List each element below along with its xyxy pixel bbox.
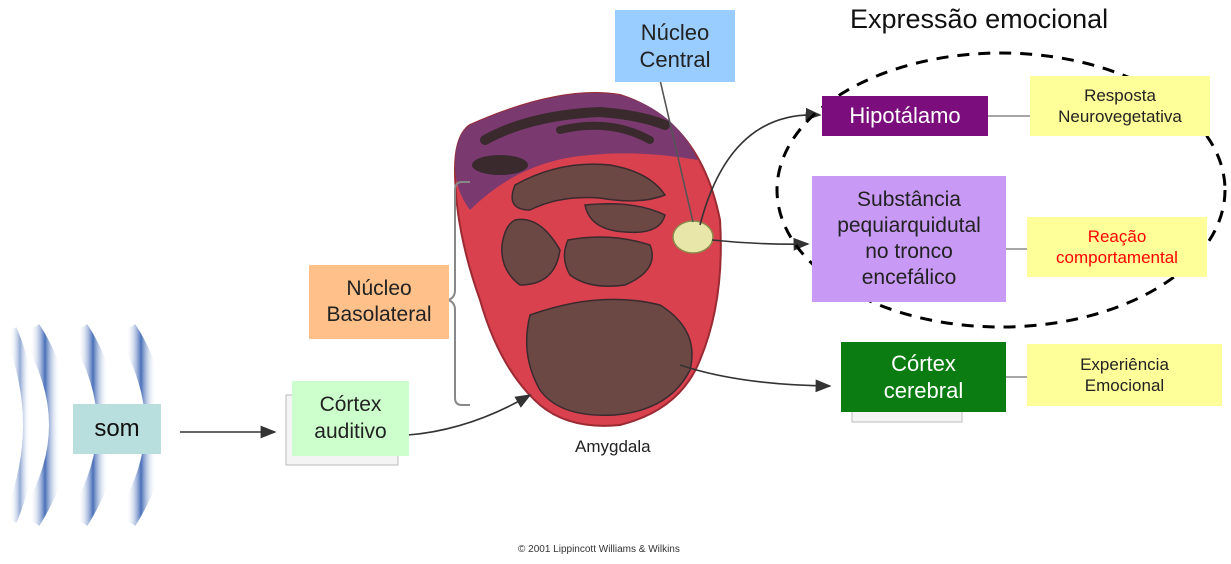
node-resposta: Resposta Neurovegetativa	[1030, 76, 1210, 136]
node-som-label: som	[94, 414, 139, 444]
node-experiencia: Experiência Emocional	[1027, 344, 1222, 406]
node-nucleo-basolateral: Núcleo Basolateral	[309, 265, 449, 339]
central-nucleus-spot	[673, 221, 713, 253]
node-hipotalamo: Hipotálamo	[822, 96, 988, 136]
amygdala-label: Amygdala	[575, 437, 651, 457]
diagram-title: Expressão emocional	[850, 4, 1108, 35]
node-som: som	[73, 404, 161, 454]
node-substancia: Substância pequiarquidutal no tronco enc…	[812, 176, 1006, 302]
node-cortex-auditivo: Córtex auditivo	[292, 381, 409, 456]
copyright-text: © 2001 Lippincott Williams & Wilkins	[518, 544, 680, 555]
node-reacao: Reação comportamental	[1027, 217, 1207, 277]
node-nucleo-central: Núcleo Central	[615, 10, 735, 82]
node-cortex-cerebral: Córtex cerebral	[841, 342, 1006, 412]
amygdala-illustration	[455, 93, 721, 426]
